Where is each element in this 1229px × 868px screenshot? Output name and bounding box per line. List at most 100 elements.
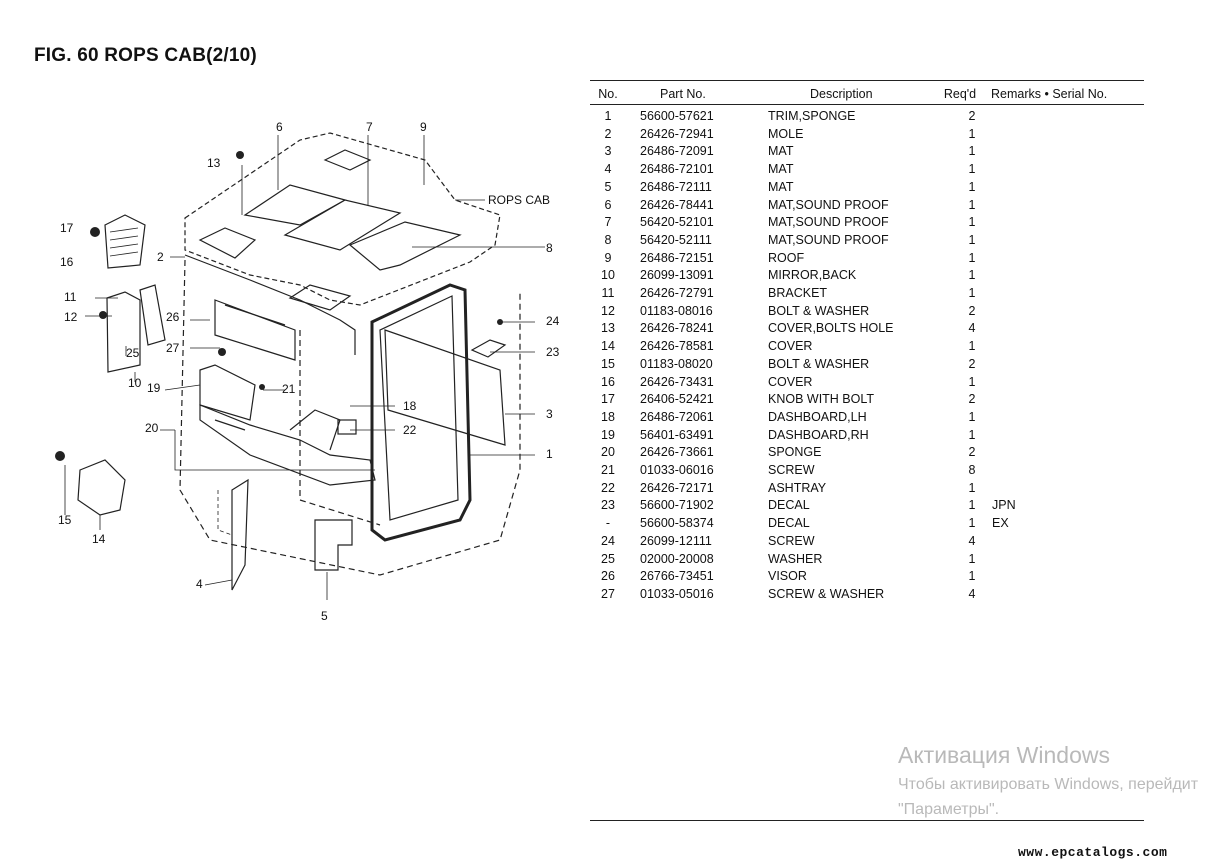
door-trim-sponge: [370, 283, 472, 542]
visor-26: [214, 299, 296, 361]
cell-req: 1: [968, 215, 976, 230]
roof-vent-front: [198, 227, 257, 259]
roof-vent-mid: [288, 284, 352, 311]
callout-24: 24: [546, 314, 560, 328]
callout-27: 27: [166, 341, 180, 355]
cell-req: 1: [968, 179, 976, 194]
knob-17: [90, 227, 100, 237]
mat-6: [243, 184, 347, 226]
cell-no: 18: [601, 409, 615, 424]
cell-no: 20: [601, 445, 615, 460]
dashboard-lh: [199, 404, 376, 486]
cell-req: 1: [968, 569, 976, 584]
cell-req: 1: [968, 162, 976, 177]
cell-no: 12: [601, 303, 615, 318]
callout-6: 6: [276, 120, 283, 134]
page-title: FIG. 60 ROPS CAB(2/10): [34, 45, 257, 66]
cell-req: 1: [968, 126, 976, 141]
cell-part: 26486-72111: [640, 179, 712, 194]
callout-19: 19: [147, 381, 161, 395]
windows-activation-title: Активация Windows: [898, 742, 1110, 768]
cover-14: [77, 459, 126, 516]
cell-desc: SCREW: [768, 463, 815, 477]
table-header: No. Part No. Description Req'd Remarks •…: [590, 87, 1144, 105]
cell-desc: WASHER: [768, 551, 823, 566]
cell-part: 26766-73451: [640, 569, 714, 584]
mat-5: [314, 519, 353, 571]
cell-no: 14: [601, 339, 615, 354]
cell-part: 26426-78441: [640, 197, 714, 212]
windows-activation-line1: Чтобы активировать Windows, перейдит: [898, 776, 1199, 793]
callout-13: 13: [207, 156, 221, 170]
cell-no: 1: [604, 109, 612, 123]
header-part-no: Part No.: [660, 87, 706, 101]
cell-req: 1: [968, 197, 976, 212]
cell-part: 56420-52111: [640, 232, 712, 247]
cell-desc: MAT,SOUND PROOF: [768, 215, 889, 230]
cell-no: 6: [604, 197, 612, 212]
cell-desc: DECAL: [768, 498, 810, 513]
callout-1: 1: [546, 447, 553, 461]
roof-front-lip: [184, 254, 356, 355]
roof-vent-rear: [323, 149, 372, 171]
cell-part: 26486-72101: [640, 162, 714, 177]
header-remarks: Remarks • Serial No.: [991, 87, 1108, 101]
cell-part: 56600-71902: [640, 498, 714, 513]
cell-req: 1: [968, 427, 976, 442]
cell-no: 13: [601, 321, 615, 336]
cell-no: 7: [604, 215, 612, 230]
rops-cab-label: ROPS CAB: [488, 193, 550, 207]
callout-2: 2: [157, 250, 164, 264]
mirror-back: [106, 291, 141, 373]
cell-part: 01033-06016: [640, 463, 714, 477]
callout-11: 11: [64, 290, 77, 304]
callout-10: 10: [128, 376, 142, 390]
cell-part: 56600-57621: [640, 109, 714, 123]
bolt-15: [55, 451, 65, 461]
cell-desc: SCREW & WASHER: [768, 586, 885, 601]
cell-part: 26426-72791: [640, 286, 714, 300]
header-no: No.: [598, 87, 618, 101]
cell-part: 26099-13091: [640, 268, 714, 283]
cell-desc: DECAL: [768, 516, 810, 531]
table-header-rule: [590, 104, 1144, 105]
callout-3: 3: [546, 407, 553, 421]
callout-8: 8: [546, 241, 553, 255]
cell-desc: MOLE: [768, 126, 804, 141]
cell-part: 26486-72151: [640, 250, 714, 265]
cell-no: 3: [604, 144, 612, 159]
cell-desc: MAT: [768, 162, 794, 177]
cell-desc: ROOF: [768, 250, 805, 265]
cell-desc: COVER: [768, 339, 813, 354]
callout-17: 17: [60, 221, 74, 235]
cell-req: 1: [968, 286, 976, 300]
mat-3: [384, 329, 506, 446]
cell-part: 56420-52101: [640, 215, 714, 230]
cell-part: 26426-78581: [640, 339, 714, 354]
cell-req: 1: [968, 516, 976, 531]
cell-part: 02000-20008: [640, 551, 714, 566]
cell-desc: ASHTRAY: [768, 480, 827, 495]
cell-no: -: [605, 516, 611, 531]
callout-15: 15: [58, 513, 72, 527]
cell-remarks: EX: [992, 516, 1009, 531]
cell-no: 9: [604, 250, 612, 265]
cell-desc: MIRROR,BACK: [768, 268, 857, 283]
cell-desc: BRACKET: [768, 286, 828, 300]
cell-desc: SPONGE: [768, 445, 822, 460]
cell-req: 4: [968, 586, 976, 601]
